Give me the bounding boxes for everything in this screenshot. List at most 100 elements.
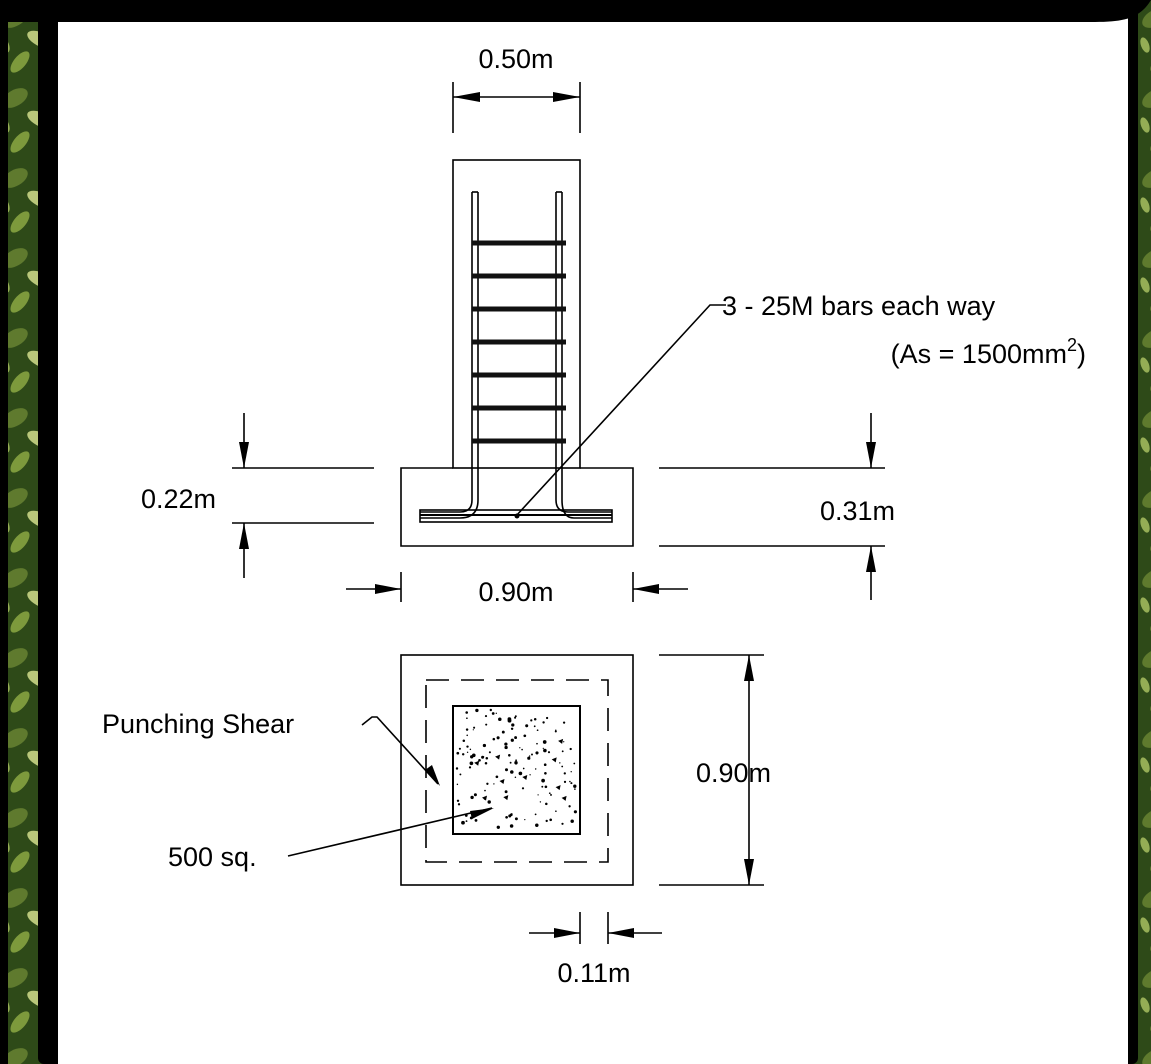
hatch-dot: [519, 747, 521, 749]
hatch-dot: [496, 825, 500, 829]
hatch-dot: [466, 751, 469, 754]
hatch-dot: [537, 794, 539, 796]
hatch-dot: [531, 753, 533, 756]
hatch-dot: [468, 766, 472, 769]
dim-footing-width-section: 0.90m: [346, 572, 688, 607]
hatch-dot: [535, 823, 539, 828]
hatch-dot: [484, 789, 486, 792]
concrete-hatch: [455, 708, 577, 829]
label-left-depth: 0.22m: [141, 484, 216, 514]
hatch-dot: [495, 712, 497, 714]
label-punching-shear: Punching Shear: [102, 709, 294, 739]
hatch-dot: [469, 748, 472, 751]
hatch-dot: [573, 810, 577, 814]
hatch-dot: [529, 774, 531, 776]
label-right-depth: 0.31m: [820, 496, 895, 526]
column-size-callout: 500 sq.: [168, 807, 494, 872]
footing-outline: [400, 467, 634, 547]
dim-offset: 0.11m: [529, 912, 662, 988]
hatch-dot: [543, 748, 547, 753]
hatch-dot: [482, 743, 487, 748]
hatch-dot: [508, 754, 511, 757]
hatch-dot: [461, 753, 465, 756]
hatch-aggregate: [558, 738, 564, 744]
hatch-aggregate: [474, 760, 480, 766]
hatch-dot: [465, 711, 469, 714]
hatch-dot: [574, 788, 576, 790]
frame-curve: [0, 0, 1151, 22]
hatch-dot: [563, 772, 566, 775]
drawing-sheet: [58, 6, 1128, 1064]
hatch-dot: [569, 747, 572, 751]
label-footing-width-plan: 0.90m: [696, 758, 771, 788]
hatch-dot: [522, 767, 525, 770]
bars-callout: 3 - 25M bars each way (As = 1500mm2): [515, 291, 1086, 517]
hatch-dot: [473, 726, 476, 729]
hatch-dot: [474, 818, 478, 822]
hatch-dot: [515, 759, 517, 762]
hatch-dot: [570, 782, 573, 785]
hatch-dot: [514, 736, 518, 740]
hatch-dot: [573, 762, 576, 765]
hatch-dot: [482, 756, 485, 758]
hatch-dot: [563, 741, 565, 743]
hatch-dot: [472, 729, 474, 731]
hatch-dot: [487, 800, 491, 804]
hatch-dot: [504, 790, 508, 794]
hatch-dot: [547, 751, 551, 754]
hatch-dot: [509, 824, 514, 828]
hatch-dot: [465, 728, 469, 731]
hatch-dot: [533, 725, 536, 728]
hatch-dot: [514, 776, 517, 779]
label-offset: 0.11m: [557, 958, 630, 988]
column-outline: [452, 159, 581, 469]
label-column-width: 0.50m: [478, 44, 553, 74]
label-bars-close: ): [1077, 339, 1086, 369]
hatch-dot: [514, 761, 518, 765]
hatch-dot: [534, 813, 537, 816]
label-bars-sup: 2: [1067, 335, 1077, 355]
hatch-aggregate: [551, 757, 557, 763]
hatch-dot: [561, 822, 564, 825]
dim-right-depth: 0.31m: [659, 413, 895, 600]
label-column-size: 500 sq.: [168, 842, 257, 872]
hatch-dot: [554, 730, 557, 733]
hatch-dot: [484, 761, 488, 765]
footing-plan-outline: [400, 654, 634, 886]
hatch-dot: [530, 719, 533, 722]
hatch-dot: [489, 708, 492, 712]
hatch-dot: [525, 724, 529, 728]
hatch-dot: [568, 805, 571, 808]
hatch-aggregate: [555, 785, 561, 791]
hatch-dot: [456, 751, 460, 755]
hatch-dot: [542, 740, 547, 744]
hatch-dot: [496, 736, 500, 740]
hatch-dot: [541, 778, 545, 783]
hatch-dot: [569, 780, 571, 783]
hatch-aggregate: [503, 795, 509, 801]
hatch-dot: [495, 775, 499, 779]
hatch-dot: [510, 727, 514, 731]
hatch-dot: [504, 745, 508, 750]
hatch-dot: [466, 745, 469, 748]
hatch-dot: [543, 763, 547, 767]
hatch-dot: [508, 814, 512, 818]
hatch-dot: [458, 747, 461, 750]
hatch-dot: [457, 803, 461, 806]
hatch-dot: [524, 818, 526, 821]
hatch-dot: [472, 753, 476, 758]
hatch-dot: [510, 770, 514, 774]
hatch-aggregate: [561, 795, 567, 801]
hatch-dot: [475, 708, 479, 713]
hatch-dot: [541, 785, 544, 788]
hatch-dot: [456, 783, 459, 786]
hatch-dot: [511, 723, 515, 727]
hatch-aggregate: [482, 795, 487, 801]
label-bars-line2: (As = 1500mm2): [891, 335, 1086, 369]
hatch-dot: [528, 755, 531, 757]
hatch-dot: [488, 751, 491, 754]
hatch-dot: [555, 810, 557, 812]
hatch-dot: [542, 721, 545, 724]
label-bars-line1: 3 - 25M bars each way: [722, 291, 996, 321]
